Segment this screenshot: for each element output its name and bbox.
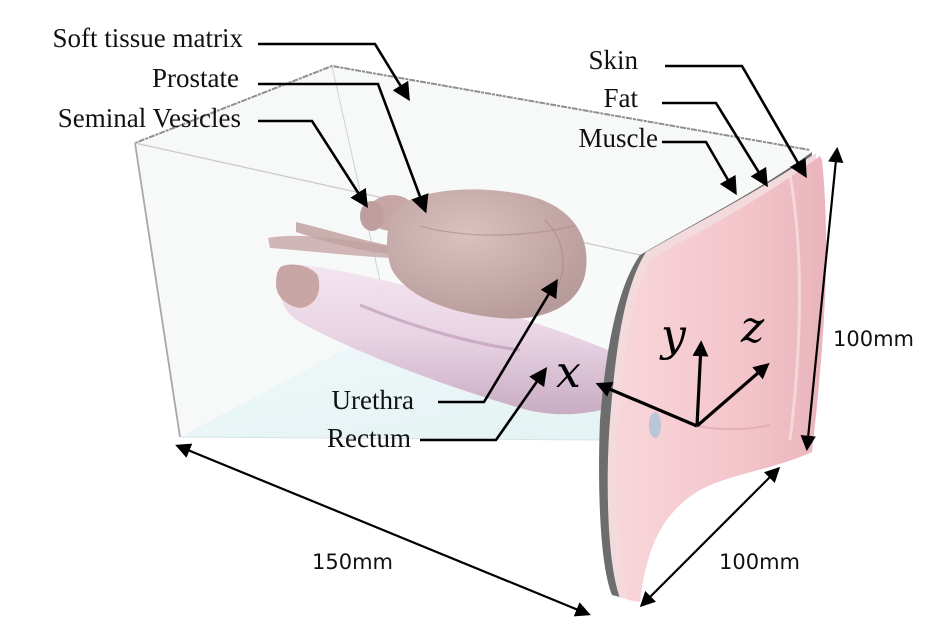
label-axis-z: z bbox=[740, 302, 765, 353]
leader-prostate bbox=[258, 82, 429, 214]
dimension-lines bbox=[175, 146, 844, 617]
box-edge-floor-front bbox=[179, 436, 601, 441]
leader-muscle bbox=[662, 140, 737, 196]
dimension-length-line bbox=[175, 443, 591, 617]
prostate-shape bbox=[386, 189, 587, 319]
label-dimension-height: 100mm bbox=[833, 327, 914, 351]
label-muscle: Muscle bbox=[579, 123, 659, 153]
label-dimension-length: 150mm bbox=[312, 550, 393, 574]
label-fat: Fat bbox=[603, 83, 638, 113]
label-urethra: Urethra bbox=[332, 385, 414, 415]
label-prostate: Prostate bbox=[152, 63, 239, 93]
dimension-height-line bbox=[800, 146, 844, 452]
leader-lines bbox=[258, 42, 807, 442]
label-axis-y: y bbox=[659, 310, 687, 361]
labels: Soft tissue matrix Prostate Seminal Vesi… bbox=[53, 23, 915, 574]
axis-z-arrow bbox=[695, 362, 770, 428]
label-rectum: Rectum bbox=[327, 423, 411, 453]
leader-rectum bbox=[420, 367, 548, 442]
label-skin: Skin bbox=[588, 45, 638, 75]
leader-urethra bbox=[438, 278, 558, 404]
box-left-face bbox=[135, 66, 390, 437]
leader-soft-tissue bbox=[258, 42, 410, 102]
box-edge-left-vertical bbox=[134, 142, 181, 438]
leader-seminal-vesicles bbox=[258, 119, 368, 209]
axis-x-arrow bbox=[595, 381, 698, 428]
label-seminal-vesicles: Seminal Vesicles bbox=[58, 103, 241, 133]
label-dimension-depth: 100mm bbox=[719, 550, 800, 574]
leader-skin bbox=[665, 64, 807, 179]
leader-fat bbox=[662, 101, 768, 188]
dimension-depth-line bbox=[639, 466, 781, 608]
box-top-face bbox=[135, 66, 810, 255]
label-soft-tissue-matrix: Soft tissue matrix bbox=[53, 23, 244, 53]
axis-y-arrow bbox=[692, 340, 709, 427]
label-axis-x: x bbox=[556, 347, 581, 398]
coordinate-axes bbox=[595, 340, 770, 428]
